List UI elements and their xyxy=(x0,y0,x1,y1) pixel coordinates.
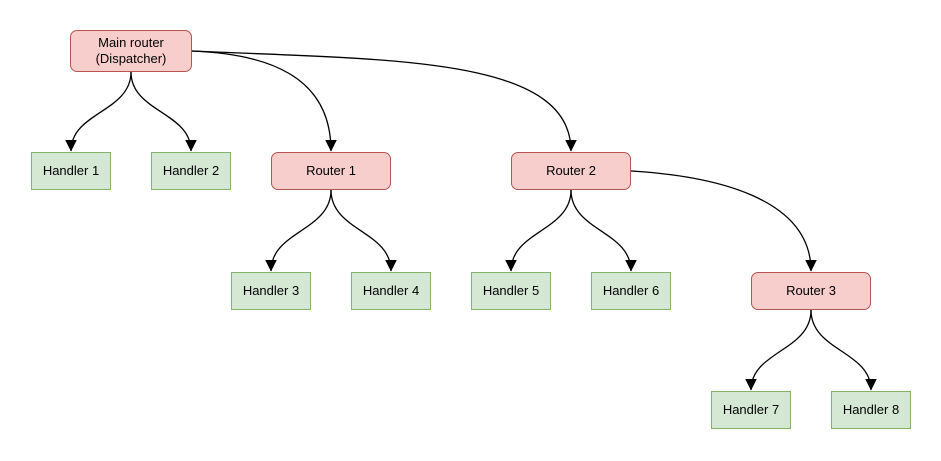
node-handler-1: Handler 1 xyxy=(31,152,111,190)
node-handler-4: Handler 4 xyxy=(351,272,431,310)
node-label: Handler 6 xyxy=(602,282,660,298)
node-router-1: Router 1 xyxy=(271,152,391,190)
node-label: Handler 3 xyxy=(242,282,300,298)
node-router-3: Router 3 xyxy=(751,272,871,310)
node-label: Handler 4 xyxy=(362,282,420,298)
node-label: Router 3 xyxy=(786,282,836,298)
node-handler-2: Handler 2 xyxy=(151,152,231,190)
edge-main-router-to-handler1 xyxy=(65,71,132,152)
node-handler-8: Handler 8 xyxy=(831,391,911,429)
node-label: Router 1 xyxy=(306,162,356,178)
edge-main-router-to-handler2 xyxy=(130,71,197,152)
edge-router2-to-handler6 xyxy=(570,189,637,272)
edge-router2-to-router3 xyxy=(630,170,817,272)
node-label: Handler 2 xyxy=(162,162,220,178)
node-handler-3: Handler 3 xyxy=(231,272,311,310)
node-main-router: Main router (Dispatcher) xyxy=(70,30,192,72)
node-label: Handler 8 xyxy=(842,401,900,417)
node-router-2: Router 2 xyxy=(511,152,631,190)
edge-router3-to-handler7 xyxy=(745,309,812,391)
node-handler-6: Handler 6 xyxy=(591,272,671,310)
node-handler-7: Handler 7 xyxy=(711,391,791,429)
edge-main-router-to-router2 xyxy=(191,50,577,152)
node-label: Handler 1 xyxy=(42,162,100,178)
node-label: Main router xyxy=(98,34,164,50)
edge-router1-to-handler3 xyxy=(265,189,332,272)
node-label: Handler 5 xyxy=(482,282,540,298)
edge-router2-to-handler5 xyxy=(505,189,572,272)
edge-main-router-to-router1 xyxy=(191,50,337,152)
node-handler-5: Handler 5 xyxy=(471,272,551,310)
edge-router1-to-handler4 xyxy=(330,189,397,272)
node-label: Router 2 xyxy=(546,162,596,178)
node-label: (Dispatcher) xyxy=(95,51,167,66)
edge-router3-to-handler8 xyxy=(810,309,877,391)
node-label: Handler 7 xyxy=(722,401,780,417)
